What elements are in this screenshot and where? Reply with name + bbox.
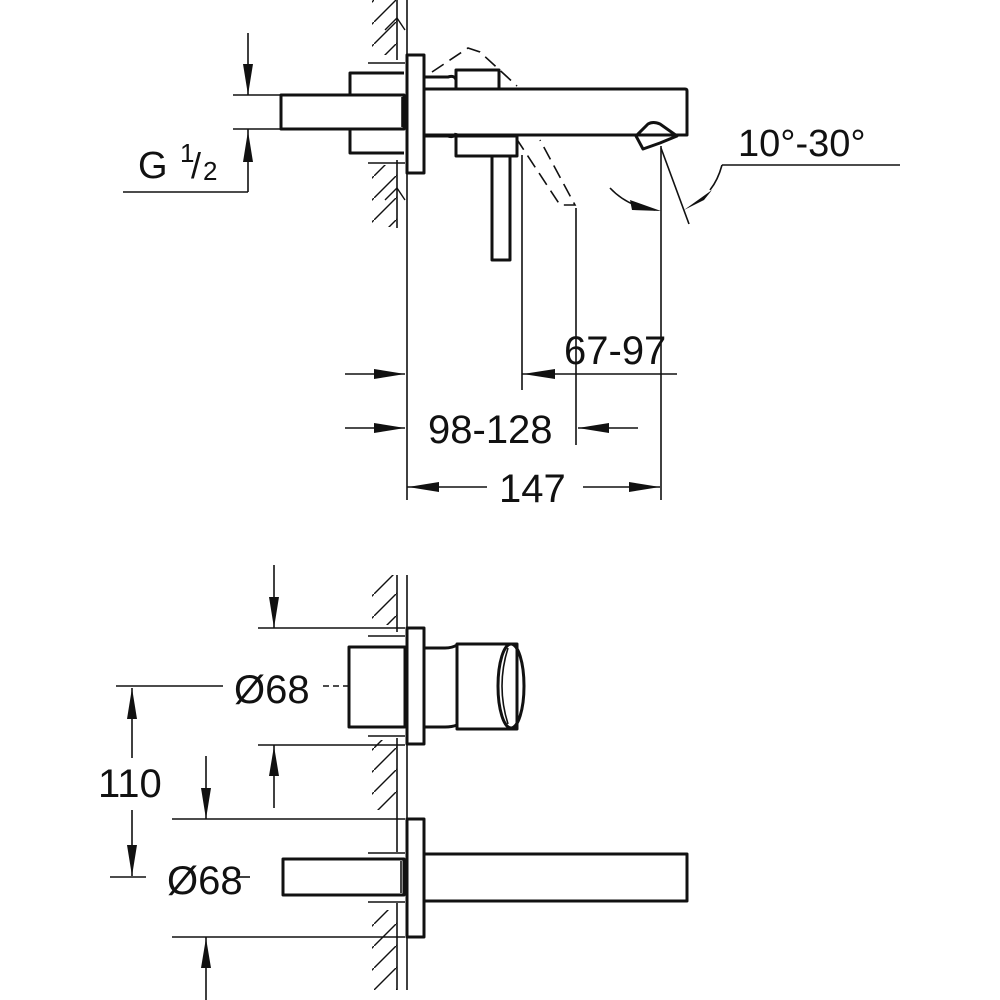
angle-label: 10°-30° bbox=[738, 123, 866, 165]
spout-diameter-dimension: Ø68 bbox=[167, 756, 405, 1000]
svg-text:1: 1 bbox=[180, 138, 194, 168]
wall-section-top bbox=[368, 0, 408, 500]
svg-text:/: / bbox=[191, 145, 201, 186]
svg-text:2: 2 bbox=[203, 156, 217, 186]
center-distance-label: 110 bbox=[98, 762, 162, 806]
spout-tube bbox=[422, 852, 689, 903]
spout-diameter-label: Ø68 bbox=[167, 859, 243, 903]
wall-plate bbox=[405, 53, 426, 175]
lever-range-label: 98-128 bbox=[428, 408, 553, 452]
spout-projection-label: 67-97 bbox=[564, 329, 666, 373]
handle-unit bbox=[323, 626, 526, 746]
thread-connector bbox=[279, 93, 406, 131]
spout-body bbox=[424, 47, 689, 262]
lever-handle bbox=[490, 154, 512, 262]
installation-view: Ø68 110 Ø68 bbox=[98, 565, 689, 1000]
wall-section-bottom bbox=[368, 575, 408, 990]
spout-wall-plate bbox=[405, 817, 426, 939]
lever-range-dimension: 98-128 bbox=[345, 408, 638, 452]
total-depth-dimension: 147 bbox=[407, 467, 660, 511]
thread-size-label: G bbox=[138, 145, 168, 187]
aerator bbox=[634, 121, 679, 151]
side-view: G 1 / 2 10°-30° 67-97 bbox=[123, 0, 900, 511]
handle-wall-plate bbox=[405, 626, 426, 746]
thread-dimension: G 1 / 2 bbox=[123, 33, 280, 193]
angle-dimension: 10°-30° bbox=[609, 123, 900, 500]
total-depth-label: 147 bbox=[499, 467, 566, 511]
handle-diameter-dimension: Ø68 bbox=[234, 565, 405, 808]
handle-diameter-label: Ø68 bbox=[234, 668, 310, 712]
spout-projection-dimension: 67-97 bbox=[345, 329, 677, 379]
spout-unit bbox=[236, 817, 689, 939]
center-distance-dimension: 110 bbox=[98, 685, 223, 878]
